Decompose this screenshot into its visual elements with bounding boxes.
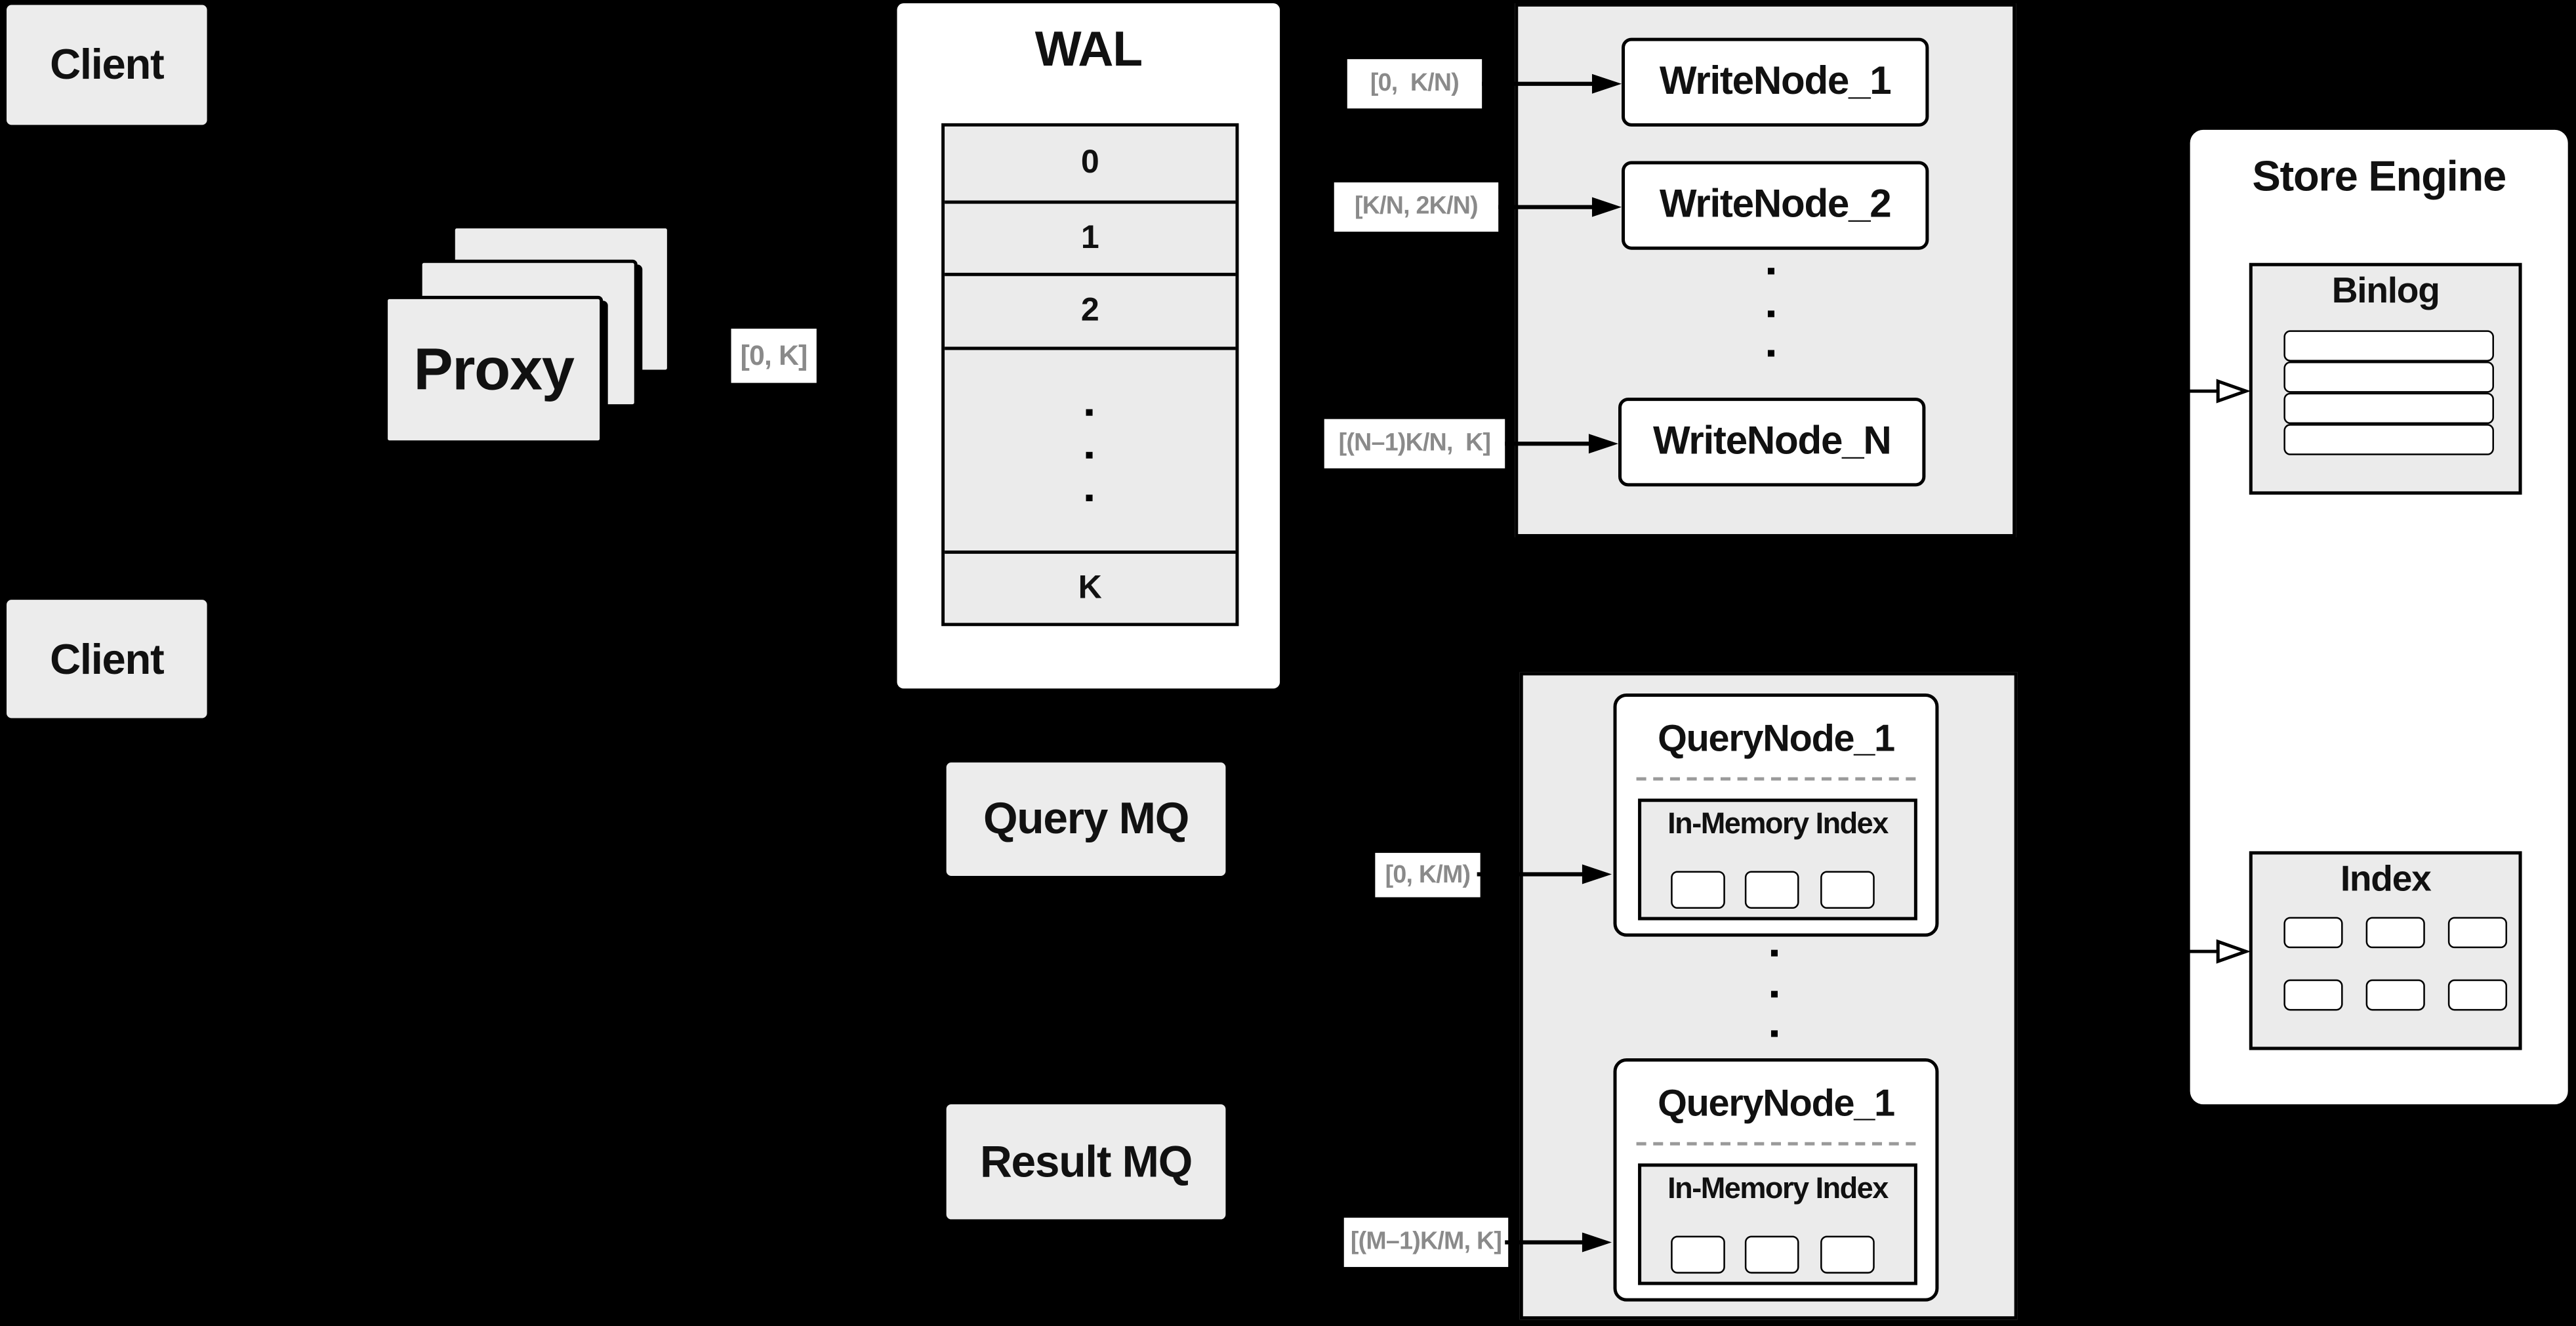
query-node-2-title: QueryNode_1 bbox=[1658, 1081, 1895, 1125]
range-label-write-node-2: [K/N, 2K/N) bbox=[1334, 182, 1499, 232]
in-memory-index-box: In-Memory Index bbox=[1638, 1163, 1917, 1285]
range-label-write-node-1: [0, K/N) bbox=[1347, 59, 1482, 109]
index-segment bbox=[2365, 917, 2425, 949]
query-mq-label: Query MQ bbox=[983, 793, 1189, 843]
index-segment bbox=[2283, 917, 2343, 949]
client-box-bottom: Client bbox=[7, 600, 207, 718]
write-node-n-label: WriteNode_N bbox=[1652, 419, 1892, 464]
index-title: Index bbox=[2340, 858, 2432, 900]
wal-row-2: 2 bbox=[945, 272, 1236, 347]
range-label-query-node-2: [(M–1)K/M, K] bbox=[1343, 1217, 1509, 1268]
segment bbox=[1820, 1235, 1875, 1274]
index-segment bbox=[2447, 979, 2508, 1011]
query-mq-box: Query MQ bbox=[946, 762, 1226, 876]
query-node-1-title: QueryNode_1 bbox=[1658, 716, 1895, 760]
write-node-1: WriteNode_1 bbox=[1622, 37, 1929, 127]
write-node-n: WriteNode_N bbox=[1618, 398, 1926, 487]
wal-row-k: K bbox=[945, 550, 1236, 623]
segment bbox=[1671, 1235, 1725, 1274]
index-box: Index bbox=[2249, 851, 2522, 1050]
arrow-open-right-icon bbox=[2165, 939, 2251, 964]
index-segment bbox=[2447, 917, 2508, 949]
result-mq-label: Result MQ bbox=[979, 1136, 1193, 1186]
write-node-2: WriteNode_2 bbox=[1622, 161, 1929, 250]
write-node-2-label: WriteNode_2 bbox=[1659, 182, 1892, 227]
wal-row-1: 1 bbox=[945, 200, 1236, 273]
segment bbox=[1744, 871, 1799, 909]
proxy-label: Proxy bbox=[413, 335, 575, 403]
wal-row-0: 0 bbox=[945, 126, 1236, 201]
in-memory-index-box: In-Memory Index bbox=[1638, 798, 1917, 921]
segment bbox=[1744, 1235, 1799, 1274]
divider bbox=[1636, 777, 1916, 781]
arrow-open-right-icon bbox=[2165, 379, 2251, 404]
binlog-segment bbox=[2283, 362, 2494, 393]
index-segment bbox=[2365, 979, 2425, 1011]
query-node-1: QueryNode_1 In-Memory Index bbox=[1613, 693, 1939, 937]
range-label-query-node-1: [0, K/M) bbox=[1375, 852, 1481, 898]
range-label-write-node-n: [(N–1)K/N, K] bbox=[1324, 419, 1505, 468]
client-bottom-label: Client bbox=[50, 633, 165, 683]
segment bbox=[1820, 871, 1875, 909]
binlog-segment bbox=[2283, 424, 2494, 455]
index-segment bbox=[2283, 979, 2343, 1011]
wal-box: WAL 0 1 2 K bbox=[897, 3, 1280, 689]
in-memory-index-title: In-Memory Index bbox=[1667, 806, 1889, 840]
binlog-segment bbox=[2283, 330, 2494, 362]
arrow-right-icon bbox=[1477, 864, 1612, 884]
arrow-right-icon bbox=[1482, 73, 1622, 94]
divider bbox=[1636, 1142, 1916, 1146]
write-node-1-label: WriteNode_1 bbox=[1659, 59, 1892, 104]
store-engine-box: Store Engine Binlog Index bbox=[2190, 129, 2568, 1105]
range-label-proxy-out: [0, K] bbox=[731, 328, 817, 383]
binlog-segment bbox=[2283, 392, 2494, 425]
client-top-label: Client bbox=[50, 39, 165, 89]
wal-segment-table: 0 1 2 K bbox=[941, 123, 1239, 627]
store-engine-title: Store Engine bbox=[2252, 151, 2506, 201]
binlog-title: Binlog bbox=[2331, 269, 2440, 311]
binlog-box: Binlog bbox=[2249, 262, 2522, 495]
arrow-right-icon bbox=[1498, 197, 1622, 217]
query-node-2: QueryNode_1 In-Memory Index bbox=[1613, 1058, 1939, 1302]
wal-row-ellipsis bbox=[945, 346, 1236, 551]
wal-title: WAL bbox=[1034, 23, 1143, 77]
arrow-right-icon bbox=[1505, 434, 1619, 454]
result-mq-box: Result MQ bbox=[946, 1104, 1226, 1220]
in-memory-index-title: In-Memory Index bbox=[1667, 1171, 1889, 1205]
proxy-box-front: Proxy bbox=[384, 295, 603, 444]
arrow-right-icon bbox=[1505, 1232, 1612, 1253]
segment bbox=[1671, 871, 1725, 909]
client-box-top: Client bbox=[7, 5, 207, 125]
